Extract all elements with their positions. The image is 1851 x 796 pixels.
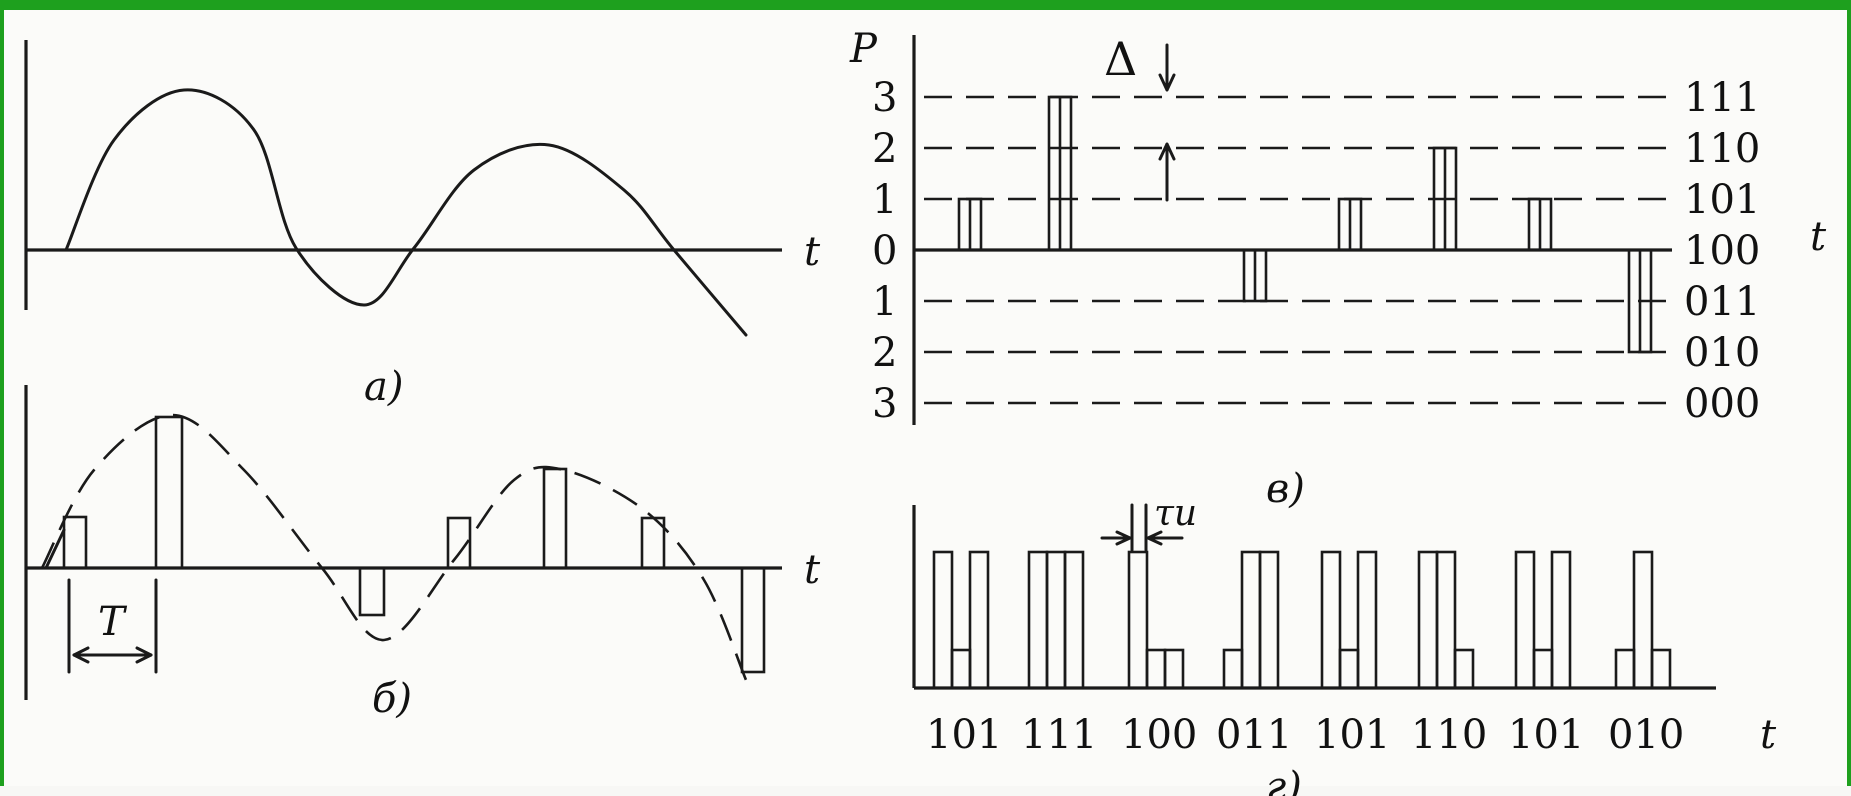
panel-g-code-pulses xyxy=(932,550,1672,690)
code-pulse-3-3 xyxy=(1163,648,1185,690)
panel-b-sample-pulses xyxy=(44,415,766,674)
code-pulse-5-3 xyxy=(1356,550,1378,690)
level-code-label: 101 xyxy=(1684,177,1760,223)
level-value-label: 2 xyxy=(872,330,897,376)
sample-pulse-5 xyxy=(542,467,568,570)
level-code-label: 110 xyxy=(1684,126,1760,172)
panel-g-caption: г) xyxy=(1266,764,1302,796)
code-pulse-8-1 xyxy=(1614,648,1636,690)
code-pulse-4-2 xyxy=(1240,550,1262,690)
code-pulse-4-1 xyxy=(1222,648,1244,690)
code-label-7: 101 xyxy=(1508,712,1584,758)
envelope-start xyxy=(44,528,66,570)
panel-v-caption: в) xyxy=(1266,466,1305,512)
delta-label: Δ xyxy=(1104,32,1137,86)
panel-g: 101 111 100 011 101 110 101 010 τи t г) xyxy=(912,493,1777,796)
code-pulse-4-3 xyxy=(1258,550,1280,690)
code-pulse-1-3 xyxy=(968,550,990,690)
level-code-label: 100 xyxy=(1684,228,1760,274)
tau-arrowhead-left xyxy=(1115,530,1132,546)
code-label-3: 100 xyxy=(1121,712,1197,758)
delta-arrowhead-bottom xyxy=(1158,142,1176,161)
code-label-4: 011 xyxy=(1216,712,1292,758)
period-arrowheads xyxy=(72,646,153,664)
code-pulse-5-1 xyxy=(1320,550,1342,690)
panel-g-code-labels: 101 111 100 011 101 110 101 010 xyxy=(926,712,1684,758)
code-pulse-6-3 xyxy=(1453,648,1475,690)
panel-a-caption: а) xyxy=(364,364,403,410)
code-pulse-5-2 xyxy=(1338,648,1360,690)
code-pulse-7-2 xyxy=(1532,648,1554,690)
tau-label: τи xyxy=(1154,493,1197,534)
code-pulse-2-1 xyxy=(1027,550,1049,690)
panel-v-t-label: t xyxy=(1810,214,1827,260)
level-value-label: 1 xyxy=(872,177,897,223)
level-code-label: 111 xyxy=(1684,75,1760,121)
panel-v: 3 111 2 110 1 101 0 100 1 011 2 010 3 000 Δ P t в) xyxy=(849,26,1827,512)
delta-arrowhead-top xyxy=(1158,73,1176,92)
sample-pulse-6 xyxy=(640,516,666,570)
sample-pulse-4 xyxy=(446,516,472,570)
code-pulse-3-1 xyxy=(1127,550,1149,690)
level-value-label: 0 xyxy=(872,228,897,274)
code-label-1: 101 xyxy=(926,712,1002,758)
panel-b-caption: б) xyxy=(372,676,412,722)
panel-b: T t б) xyxy=(24,385,821,722)
period-label: T xyxy=(98,599,128,645)
code-pulse-2-2 xyxy=(1045,550,1067,690)
code-label-6: 110 xyxy=(1411,712,1487,758)
level-code-label: 011 xyxy=(1684,279,1760,325)
tau-arrowhead-right xyxy=(1146,530,1163,546)
level-code-label: 000 xyxy=(1684,381,1760,427)
code-label-8: 010 xyxy=(1608,712,1684,758)
code-pulse-1-2 xyxy=(950,648,972,690)
code-pulse-6-1 xyxy=(1417,550,1439,690)
level-value-label: 3 xyxy=(872,381,897,427)
code-pulse-2-3 xyxy=(1063,550,1085,690)
level-value-label: 3 xyxy=(872,75,897,121)
panel-a-t-label: t xyxy=(804,229,821,275)
code-label-5: 101 xyxy=(1314,712,1390,758)
code-pulse-8-3 xyxy=(1650,648,1672,690)
code-label-2: 111 xyxy=(1021,712,1097,758)
sample-pulse-7 xyxy=(740,566,766,674)
code-pulse-7-1 xyxy=(1514,550,1536,690)
code-pulse-8-2 xyxy=(1632,550,1654,690)
level-value-label: 2 xyxy=(872,126,897,172)
panel-g-t-label: t xyxy=(1760,712,1777,758)
panel-b-dashed-envelope xyxy=(40,413,748,681)
panel-v-quantization-levels: 3 111 2 110 1 101 0 100 1 011 2 010 3 000 xyxy=(872,75,1760,427)
panel-v-axis-label: P xyxy=(849,26,878,72)
code-pulse-7-3 xyxy=(1550,550,1572,690)
level-code-label: 010 xyxy=(1684,330,1760,376)
sample-pulse-3 xyxy=(358,566,386,617)
level-value-label: 1 xyxy=(872,279,897,325)
panel-b-t-label: t xyxy=(804,547,821,593)
sample-pulse-1 xyxy=(62,515,88,570)
code-pulse-3-2 xyxy=(1145,648,1167,690)
panel-a: t а) xyxy=(24,40,821,410)
sample-pulse-2 xyxy=(154,415,184,570)
panel-v-quantized-pulses xyxy=(957,95,1653,354)
panel-a-analog-signal xyxy=(64,88,748,337)
code-pulse-6-2 xyxy=(1435,550,1457,690)
code-pulse-1-1 xyxy=(932,550,954,690)
